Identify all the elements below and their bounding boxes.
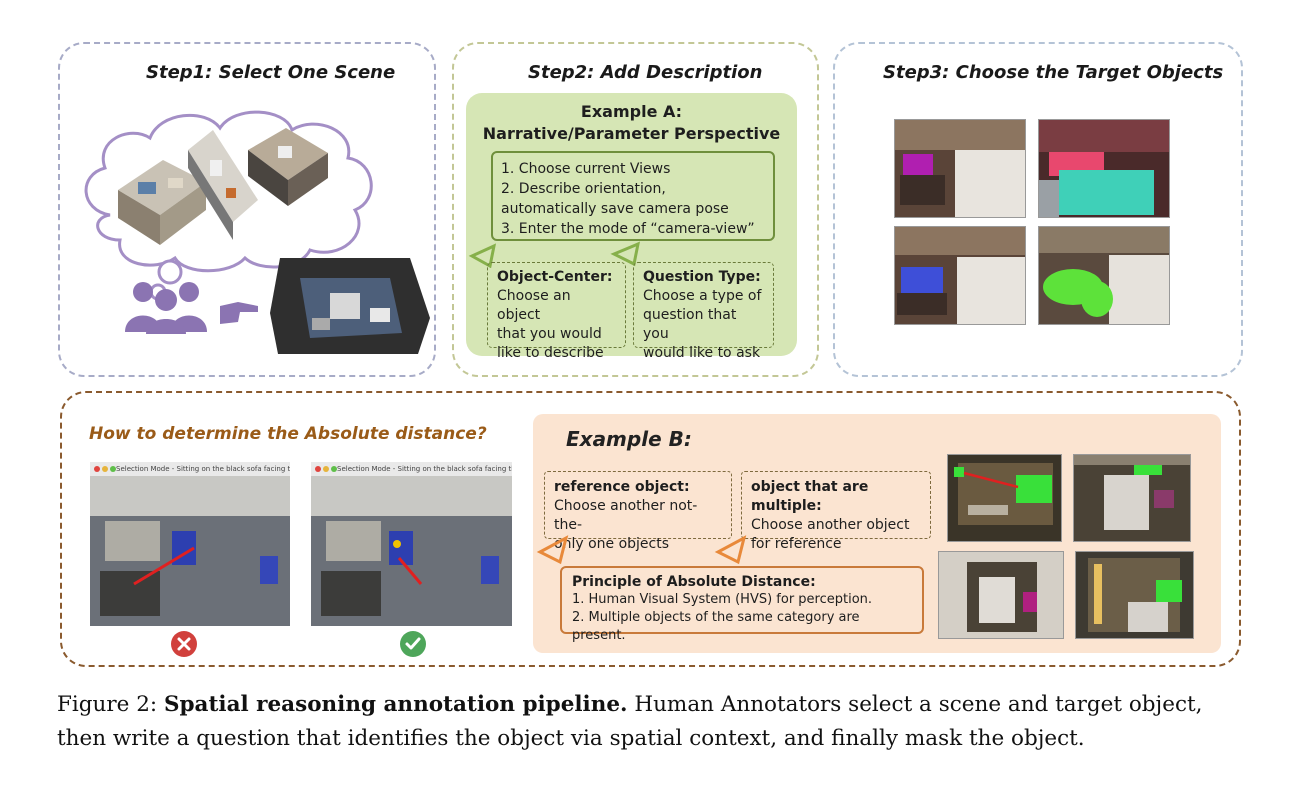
- example-a-subtitle: Narrative/Parameter Perspective: [482, 124, 781, 143]
- target-object-photo[interactable]: [894, 226, 1026, 325]
- callout-arrow-icon: [536, 535, 569, 565]
- room-model-3: [248, 128, 328, 206]
- room-3d-view: [270, 258, 430, 354]
- step1-title: Step1: Select One Scene: [146, 62, 396, 83]
- object-center-heading: Object-Center:: [497, 269, 613, 285]
- target-object-photo[interactable]: [1038, 226, 1170, 325]
- step-item: 2. Describe orientation,: [501, 181, 666, 197]
- reference-object-line: Choose another not-the-: [554, 498, 698, 533]
- window-titlebar: Selection Mode - Sitting on the black so…: [311, 462, 512, 476]
- multiple-objects-line: Choose another object: [751, 517, 910, 533]
- wrong-example-screenshot: Selection Mode - Sitting on the black so…: [90, 462, 290, 626]
- target-object-photo[interactable]: [1038, 119, 1170, 218]
- distance-line: [397, 557, 423, 585]
- example-b-title: Example B:: [566, 427, 692, 451]
- step3-panel: [833, 42, 1243, 377]
- point-cloud-view: [90, 476, 290, 626]
- correct-check-icon: [400, 631, 426, 657]
- question-type-heading: Question Type:: [643, 269, 761, 285]
- pointing-hand-icon: [220, 302, 258, 324]
- reference-object-box: reference object: Choose another not-the…: [544, 471, 732, 552]
- reference-example-photo: [1075, 551, 1194, 639]
- principle-line: 2. Multiple objects of the same category…: [572, 610, 860, 643]
- principle-heading: Principle of Absolute Distance:: [572, 574, 816, 590]
- window-minimize-icon[interactable]: [102, 466, 108, 472]
- example-a-title: Example A:: [580, 102, 683, 121]
- example-a-box: [466, 93, 797, 356]
- step2-title: Step2: Add Description: [528, 62, 763, 83]
- object-center-box: Object-Center: Choose an object that you…: [487, 262, 626, 361]
- question-type-box: Question Type: Choose a type of question…: [633, 262, 774, 361]
- window-titlebar: Selection Mode - Sitting on the black so…: [90, 462, 290, 476]
- callout-arrow-icon: [468, 243, 497, 268]
- step-item: 3. Enter the mode of “camera-view”: [501, 221, 755, 237]
- scene-selection-illustration: [84, 110, 430, 354]
- absolute-distance-panel: [60, 391, 1241, 667]
- object-center-line: like to describe: [497, 345, 604, 361]
- step3-title: Step3: Choose the Target Objects: [883, 62, 1224, 83]
- multiple-objects-heading: object that are multiple:: [751, 479, 869, 514]
- multiple-objects-box: object that are multiple: Choose another…: [741, 471, 931, 552]
- point-cloud-view: [311, 476, 512, 626]
- reference-example-photo: [938, 551, 1064, 639]
- principle-line: 1. Human Visual System (HVS) for percept…: [572, 592, 873, 607]
- object-center-line: Choose an object: [497, 288, 571, 323]
- reference-object-line: only one objects: [554, 536, 670, 552]
- multiple-objects-line: for reference: [751, 536, 842, 552]
- window-maximize-icon[interactable]: [331, 466, 337, 472]
- principle-box: Principle of Absolute Distance: 1. Human…: [560, 566, 924, 643]
- callout-arrows: [468, 241, 641, 268]
- reference-example-photo: [1073, 454, 1191, 542]
- reference-object-heading: reference object:: [554, 479, 690, 495]
- question-type-line: Choose a type of: [643, 288, 762, 304]
- callout-arrows-b: [536, 535, 747, 565]
- absolute-distance-question: How to determine the Absolute distance?: [89, 424, 487, 444]
- selected-point: [393, 540, 401, 548]
- callout-arrow-icon: [610, 241, 641, 267]
- caption-prefix: Figure 2:: [57, 692, 164, 717]
- window-minimize-icon[interactable]: [323, 466, 329, 472]
- window-close-icon[interactable]: [94, 466, 100, 472]
- question-type-line: would like to ask: [643, 345, 761, 361]
- target-object-photo[interactable]: [894, 119, 1026, 218]
- reference-example-photo: [947, 454, 1062, 542]
- distance-line: [133, 546, 195, 586]
- caption-rest: Human Annotators select a scene and targ…: [57, 692, 1203, 751]
- wrong-mark-icon: [171, 631, 197, 657]
- caption-bold: Spatial reasoning annotation pipeline.: [164, 692, 628, 717]
- room-model-2: [188, 130, 258, 240]
- object-center-line: that you would: [497, 326, 602, 342]
- step-item: automatically save camera pose: [501, 201, 729, 217]
- callout-arrow-icon: [714, 535, 747, 565]
- human-annotators-icon: [125, 282, 207, 334]
- camera-steps-list: 1. Choose current Views 2. Describe orie…: [491, 151, 775, 241]
- room-model-1: [118, 160, 206, 245]
- window-close-icon[interactable]: [315, 466, 321, 472]
- step1-panel: [58, 42, 436, 377]
- correct-example-screenshot: Selection Mode - Sitting on the black so…: [311, 462, 512, 626]
- question-type-line: question that you: [643, 307, 737, 342]
- figure-caption: Figure 2: Spatial reasoning annotation p…: [57, 688, 1257, 756]
- step2-panel: [452, 42, 819, 377]
- step-item: 1. Choose current Views: [501, 161, 671, 177]
- window-maximize-icon[interactable]: [110, 466, 116, 472]
